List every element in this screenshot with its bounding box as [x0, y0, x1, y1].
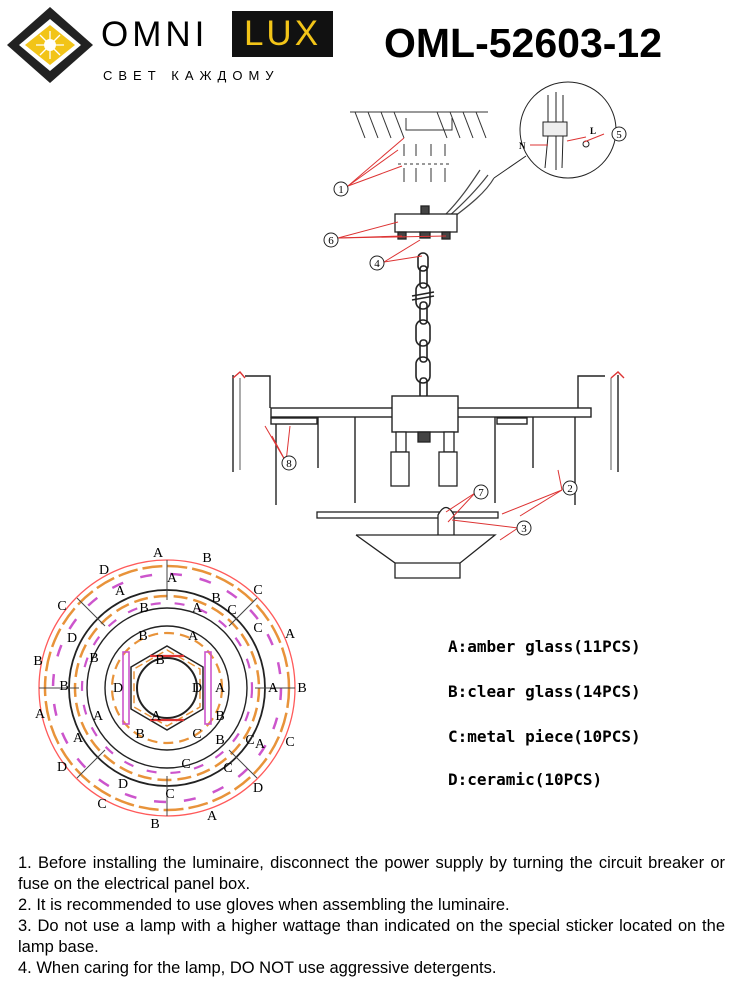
callout-4: 4 [369, 255, 385, 271]
svg-text:A: A [73, 731, 84, 746]
legend-item-metal-piece: C:metal piece(10PCS) [448, 727, 641, 746]
chain [411, 252, 435, 399]
svg-text:B: B [202, 551, 211, 566]
svg-text:B: B [89, 651, 98, 666]
callout-5: 5 [611, 126, 627, 142]
svg-text:D: D [118, 777, 128, 792]
lamp-sockets [390, 431, 458, 487]
canopy [394, 205, 458, 240]
svg-text:C: C [227, 603, 236, 618]
callout-1: 1 [333, 181, 349, 197]
svg-text:A: A [188, 629, 199, 644]
svg-text:B: B [138, 629, 147, 644]
svg-text:2: 2 [567, 483, 573, 495]
live-label: L [590, 126, 596, 136]
svg-text:A: A [151, 709, 162, 724]
note-4: 4. When caring for the lamp, DO NOT use … [18, 959, 497, 977]
leader-lines [264, 133, 605, 541]
svg-text:1: 1 [338, 184, 344, 196]
svg-text:3: 3 [521, 523, 527, 535]
svg-text:D: D [192, 681, 202, 696]
callout-3: 3 [516, 520, 532, 536]
svg-text:B: B [215, 709, 224, 724]
svg-text:C: C [57, 599, 66, 614]
svg-text:B: B [215, 733, 224, 748]
lower-ring [316, 506, 499, 579]
svg-text:A: A [268, 681, 279, 696]
legend-item-clear-glass: B:clear glass(14PCS) [448, 682, 641, 701]
neutral-label: N [519, 141, 526, 151]
svg-text:A: A [153, 546, 164, 561]
svg-text:D: D [253, 781, 263, 796]
svg-text:B: B [135, 727, 144, 742]
svg-text:C: C [223, 761, 232, 776]
crystal-ring-layout: A B C A B C A D A B C D A B C D A B C A … [33, 546, 306, 832]
callout-8: 8 [281, 455, 297, 471]
svg-text:B: B [59, 679, 68, 694]
svg-text:8: 8 [286, 458, 292, 470]
svg-text:A: A [192, 601, 203, 616]
svg-text:B: B [150, 817, 159, 832]
note-1: 1. Before installing the luminaire, disc… [18, 854, 725, 893]
svg-text:C: C [245, 733, 254, 748]
svg-text:A: A [167, 571, 178, 586]
wiring-detail [493, 81, 617, 179]
brand-tagline: СВЕТ КАЖДОМУ [103, 68, 280, 83]
brand-logo: OMNI LUX СВЕТ КАЖДОМУ [5, 5, 335, 85]
svg-text:A: A [285, 627, 296, 642]
svg-text:C: C [181, 757, 190, 772]
svg-text:A: A [207, 809, 218, 824]
callout-6: 6 [323, 232, 339, 248]
svg-text:7: 7 [478, 487, 484, 499]
svg-text:C: C [192, 727, 201, 742]
svg-text:C: C [253, 583, 262, 598]
safety-notes: 1. Before installing the luminaire, disc… [18, 853, 725, 979]
svg-text:C: C [253, 621, 262, 636]
svg-text:4: 4 [374, 258, 380, 270]
note-2: 2. It is recommended to use gloves when … [18, 896, 510, 914]
svg-text:C: C [165, 787, 174, 802]
ceiling-mount [350, 111, 488, 182]
supply-wires [444, 169, 495, 220]
svg-text:B: B [211, 591, 220, 606]
svg-text:A: A [35, 707, 46, 722]
logo-diamond-icon [7, 7, 93, 83]
callout-7: 7 [473, 484, 489, 500]
svg-text:5: 5 [616, 129, 622, 141]
brand-omni: OMNI [101, 15, 209, 54]
legend-item-amber-glass: A:amber glass(11PCS) [448, 637, 641, 656]
svg-text:B: B [33, 654, 42, 669]
svg-text:A: A [93, 709, 104, 724]
model-number: OML-52603-12 [384, 20, 663, 66]
svg-text:D: D [113, 681, 123, 696]
svg-text:D: D [57, 760, 67, 775]
callout-2: 2 [562, 480, 578, 496]
note-3: 3. Do not use a lamp with a higher watta… [18, 917, 725, 956]
svg-text:C: C [285, 735, 294, 750]
svg-text:A: A [255, 737, 266, 752]
svg-text:D: D [67, 631, 77, 646]
svg-text:B: B [155, 653, 164, 668]
legend-item-ceramic: D:ceramic(10PCS) [448, 770, 603, 789]
svg-text:A: A [115, 584, 126, 599]
svg-text:D: D [99, 563, 109, 578]
svg-text:A: A [215, 681, 226, 696]
svg-text:B: B [139, 601, 148, 616]
svg-text:C: C [97, 797, 106, 812]
svg-text:B: B [297, 681, 306, 696]
brand-lux: LUX [232, 11, 333, 57]
chandelier-frame [232, 371, 625, 505]
assembly-diagram: N L [33, 81, 627, 832]
svg-text:6: 6 [328, 235, 334, 247]
